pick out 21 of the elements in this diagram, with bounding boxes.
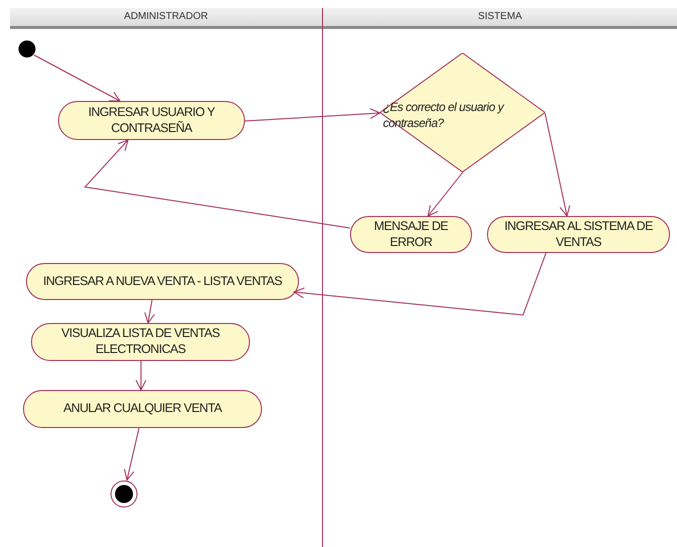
initial-node	[18, 40, 36, 58]
arrow	[544, 112, 570, 216]
arrow	[294, 252, 546, 316]
lane-header: ADMINISTRADOR	[10, 8, 322, 29]
action-node: VISUALIZA LISTA DE VENTAS ELECTRONICAS	[31, 323, 250, 361]
final-node	[110, 480, 138, 508]
arrow	[144, 300, 156, 324]
action-node: MENSAJE DE ERROR	[350, 216, 472, 253]
arrow	[124, 428, 140, 480]
arrow	[34, 54, 120, 102]
arrow	[84, 140, 350, 228]
action-node: INGRESAR A NUEVA VENTA - LISTA VENTAS	[26, 263, 299, 300]
arrow	[136, 360, 146, 390]
lane-header: SISTEMA	[323, 8, 677, 29]
arrow	[428, 172, 464, 216]
decision-diamond	[380, 53, 545, 172]
action-node: INGRESAR AL SISTEMA DE VENTAS	[487, 216, 670, 253]
action-node: INGRESAR USUARIO Y CONTRASEÑA	[58, 101, 245, 140]
arrow	[244, 108, 380, 122]
swimlane	[10, 8, 323, 547]
action-node: ANULAR CUALQUIER VENTA	[23, 390, 262, 428]
